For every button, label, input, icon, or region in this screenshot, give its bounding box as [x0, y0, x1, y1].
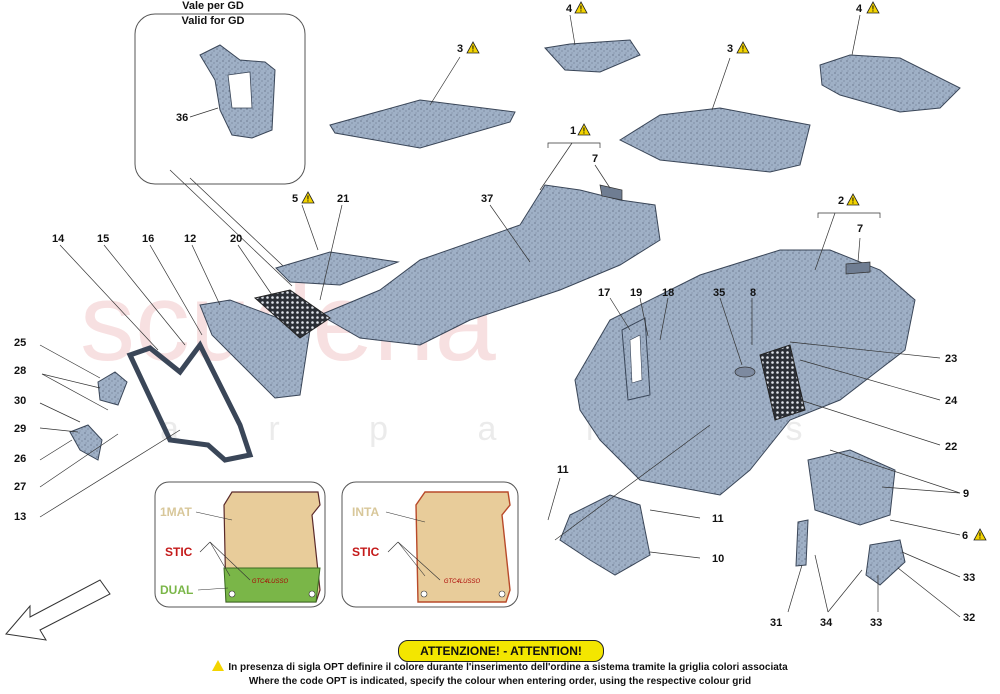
label-8: 8 — [750, 287, 756, 299]
label-36: 36 — [176, 112, 188, 124]
strip-31[interactable] — [795, 519, 809, 567]
part-labels: 36 3 4 3 4 1 7 5 21 37 2 7 14 15 16 12 2… — [14, 1, 987, 629]
mat-inta[interactable] — [415, 491, 511, 603]
gd-note-en: Valid for GD — [182, 15, 245, 27]
label-6: 6 — [962, 530, 968, 542]
mat-label-1mat: 1MAT — [160, 505, 192, 519]
panel-5[interactable] — [275, 251, 400, 286]
mat-3-left[interactable] — [329, 99, 516, 149]
label-4-left: 4 — [566, 3, 573, 15]
label-3-left: 3 — [457, 43, 463, 55]
label-7-right: 7 — [857, 223, 863, 235]
label-14: 14 — [52, 233, 65, 245]
mat-logo-left: GTC4LUSSO — [252, 579, 289, 585]
label-3-right: 3 — [727, 43, 733, 55]
clip-7-right[interactable] — [845, 261, 871, 275]
label-4-right: 4 — [856, 3, 863, 15]
mat-label-inta: INTA — [352, 505, 379, 519]
label-25: 25 — [14, 337, 26, 349]
attention-banner: ATTENZIONE! - ATTENTION! — [398, 640, 604, 662]
bracket-32[interactable] — [865, 539, 906, 586]
label-1: 1 — [570, 125, 576, 137]
notice-en: Where the code OPT is indicated, specify… — [248, 676, 752, 687]
label-5: 5 — [292, 193, 298, 205]
mat-3-right[interactable] — [618, 107, 811, 173]
label-10: 10 — [712, 553, 724, 565]
gd-inset: Vale per GD Valid for GD — [134, 0, 306, 287]
label-12: 12 — [184, 233, 196, 245]
label-11-right: 11 — [712, 513, 724, 525]
label-33-bottom: 33 — [870, 617, 882, 629]
label-24: 24 — [945, 395, 958, 407]
label-37: 37 — [481, 193, 493, 205]
label-2: 2 — [838, 195, 844, 207]
label-19: 19 — [630, 287, 642, 299]
tunnel-carpet-1[interactable] — [318, 184, 661, 346]
mat-4-right[interactable] — [819, 54, 961, 113]
callout-lines — [39, 14, 961, 618]
panel-12[interactable] — [199, 299, 311, 399]
mat-label-dual: DUAL — [160, 583, 193, 597]
label-23: 23 — [945, 353, 957, 365]
mat-inset-right: GTC4LUSSO INTA STIC — [341, 481, 519, 608]
label-17: 17 — [598, 287, 610, 299]
panel-6[interactable] — [807, 449, 896, 526]
mat-4-left[interactable] — [544, 39, 641, 73]
mat-label-stic-right: STIC — [352, 545, 380, 559]
mat-label-stic-left: STIC — [165, 545, 193, 559]
bracket-26[interactable] — [69, 424, 103, 461]
label-28: 28 — [14, 365, 26, 377]
opt-notice: In presenza di sigla OPT definire il col… — [180, 660, 820, 689]
direction-arrow-icon — [5, 579, 111, 641]
label-16: 16 — [142, 233, 154, 245]
label-22: 22 — [945, 441, 957, 453]
label-20: 20 — [230, 233, 242, 245]
label-11-top: 11 — [557, 464, 569, 476]
label-27: 27 — [14, 481, 26, 493]
label-18: 18 — [662, 287, 674, 299]
label-35: 35 — [713, 287, 725, 299]
frame-13[interactable] — [126, 340, 254, 463]
bracket-10[interactable] — [559, 494, 651, 576]
grid-20[interactable] — [253, 289, 331, 339]
gd-note-it: Vale per GD — [182, 0, 244, 12]
label-32: 32 — [963, 612, 975, 624]
mat-logo-right: GTC4LUSSO — [444, 579, 481, 585]
label-9: 9 — [963, 488, 969, 500]
plug-35[interactable] — [734, 366, 756, 378]
bracket-25[interactable] — [97, 371, 128, 406]
mat-inset-left: GTC4LUSSO 1MAT STIC DUAL — [154, 481, 326, 608]
label-31: 31 — [770, 617, 782, 629]
label-34: 34 — [820, 617, 833, 629]
label-30: 30 — [14, 395, 26, 407]
warning-icon — [212, 660, 225, 671]
notice-it: In presenza di sigla OPT definire il col… — [228, 662, 788, 673]
label-7-left: 7 — [592, 153, 598, 165]
label-29: 29 — [14, 423, 26, 435]
label-21: 21 — [337, 193, 349, 205]
label-13: 13 — [14, 511, 26, 523]
label-33-right: 33 — [963, 572, 975, 584]
label-26: 26 — [14, 453, 26, 465]
label-15: 15 — [97, 233, 109, 245]
clip-7-left[interactable] — [599, 184, 623, 201]
grid-22[interactable] — [759, 344, 806, 421]
